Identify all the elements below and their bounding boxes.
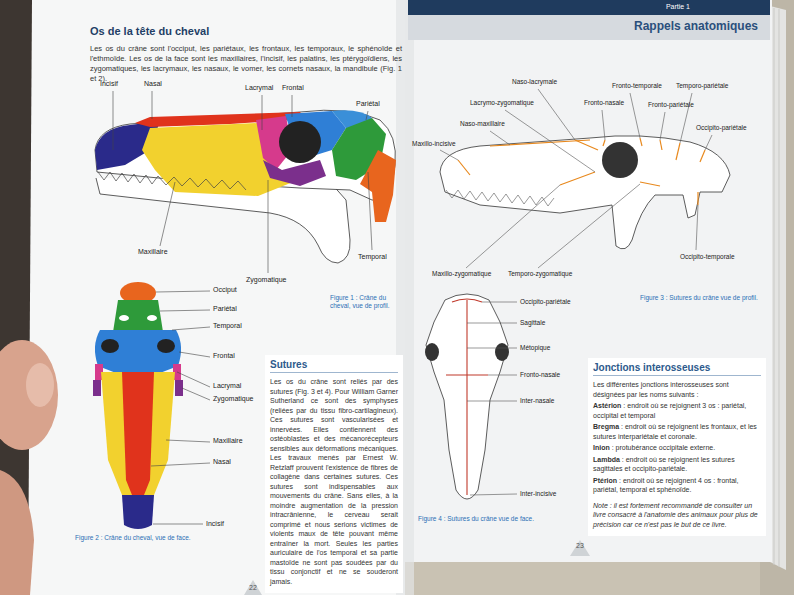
suture-label: Occipito-pariétale <box>696 124 747 132</box>
page-number: 23 <box>576 542 584 551</box>
panel-heading: Jonctions interosseuses <box>593 362 761 376</box>
section-title: Rappels anatomiques <box>634 19 758 33</box>
suture-label: Lacrymo-zygomatique <box>470 99 534 107</box>
suture-label: Inter-incisive <box>520 490 556 498</box>
panel-heading: Sutures <box>270 359 398 373</box>
suture-label: Inter-nasale <box>520 397 554 405</box>
figure-caption: Figure 2 : Crâne du cheval, vue de face. <box>75 534 265 542</box>
bone-label: Occiput <box>213 286 237 295</box>
bone-label: Incisif <box>206 520 224 529</box>
suture-label: Maxillo-incisive <box>412 140 456 148</box>
body-text: Les différentes jonctions interosseuses … <box>593 380 761 399</box>
bone-label: Temporal <box>213 322 242 331</box>
figure-caption: Figure 3 : Sutures du crâne vue de profi… <box>640 294 770 302</box>
bone-label: Temporal <box>358 253 387 262</box>
suture-label: Occipito-temporale <box>680 253 735 261</box>
figure-caption: Figure 1 : Crâne du cheval, vue de profi… <box>330 294 402 310</box>
suture-label: Naso-lacrymale <box>512 78 557 86</box>
bone-label: Incisif <box>100 80 118 89</box>
definition-text: Astérion : endroit où se rejoignent 3 os… <box>593 401 761 420</box>
suture-label: Fronto-pariétale <box>648 101 694 109</box>
body-text: Les os du crâne sont reliés par des sutu… <box>270 377 398 586</box>
part-label: Partie 1 <box>666 3 690 10</box>
bone-label: Frontal <box>282 84 304 93</box>
bone-label: Pariétal <box>213 305 237 314</box>
figure-caption: Figure 4 : Sutures du crâne vue de face. <box>418 515 568 523</box>
note-text: Note : il est fortement recommandé de co… <box>593 501 761 530</box>
suture-label: Naso-maxillaire <box>460 120 505 128</box>
page-heading: Os de la tête du cheval <box>90 25 209 39</box>
suture-label: Maxillo-zygomatique <box>432 270 491 278</box>
suture-label: Sagittale <box>520 319 545 327</box>
bone-label: Zygomatique <box>246 276 286 285</box>
bone-label: Lacrymal <box>213 382 241 391</box>
body-text: Les os du crâne sont l'occiput, les pari… <box>90 44 402 84</box>
bone-label: Zygomatique <box>213 395 253 404</box>
suture-label: Occipito-pariétale <box>520 298 571 306</box>
text-panel: SuturesLes os du crâne sont reliés par d… <box>265 355 403 593</box>
bone-label: Nasal <box>144 80 162 89</box>
bone-label: Maxillaire <box>138 248 168 257</box>
suture-label: Fronto-nasale <box>584 99 624 107</box>
suture-label: Temporo-zygomatique <box>508 270 572 278</box>
bone-label: Frontal <box>213 352 235 361</box>
definition-text: Lambda : endroit où se rejoignent les su… <box>593 455 761 474</box>
definition-text: Bregma : endroit où se rejoignent les fr… <box>593 422 761 441</box>
bone-label: Nasal <box>213 458 231 467</box>
suture-label: Fronto-nasale <box>520 371 560 379</box>
suture-label: Métopique <box>520 344 550 352</box>
suture-label: Temporo-pariétale <box>676 82 728 90</box>
bone-label: Pariétal <box>356 100 380 109</box>
page-number: 22 <box>249 584 257 593</box>
suture-label: Fronto-temporale <box>612 82 662 90</box>
header-strip <box>408 0 770 15</box>
bone-label: Maxillaire <box>213 437 243 446</box>
text-panel: Jonctions interosseusesLes différentes j… <box>588 358 766 536</box>
section-header-band: Partie 1 Rappels anatomiques <box>408 0 770 40</box>
bone-label: Lacrymal <box>245 84 273 93</box>
definition-text: Ptérion : endroit où se rejoignent 4 os … <box>593 476 761 495</box>
definition-text: Inion : protubérance occipitale externe. <box>593 443 761 453</box>
